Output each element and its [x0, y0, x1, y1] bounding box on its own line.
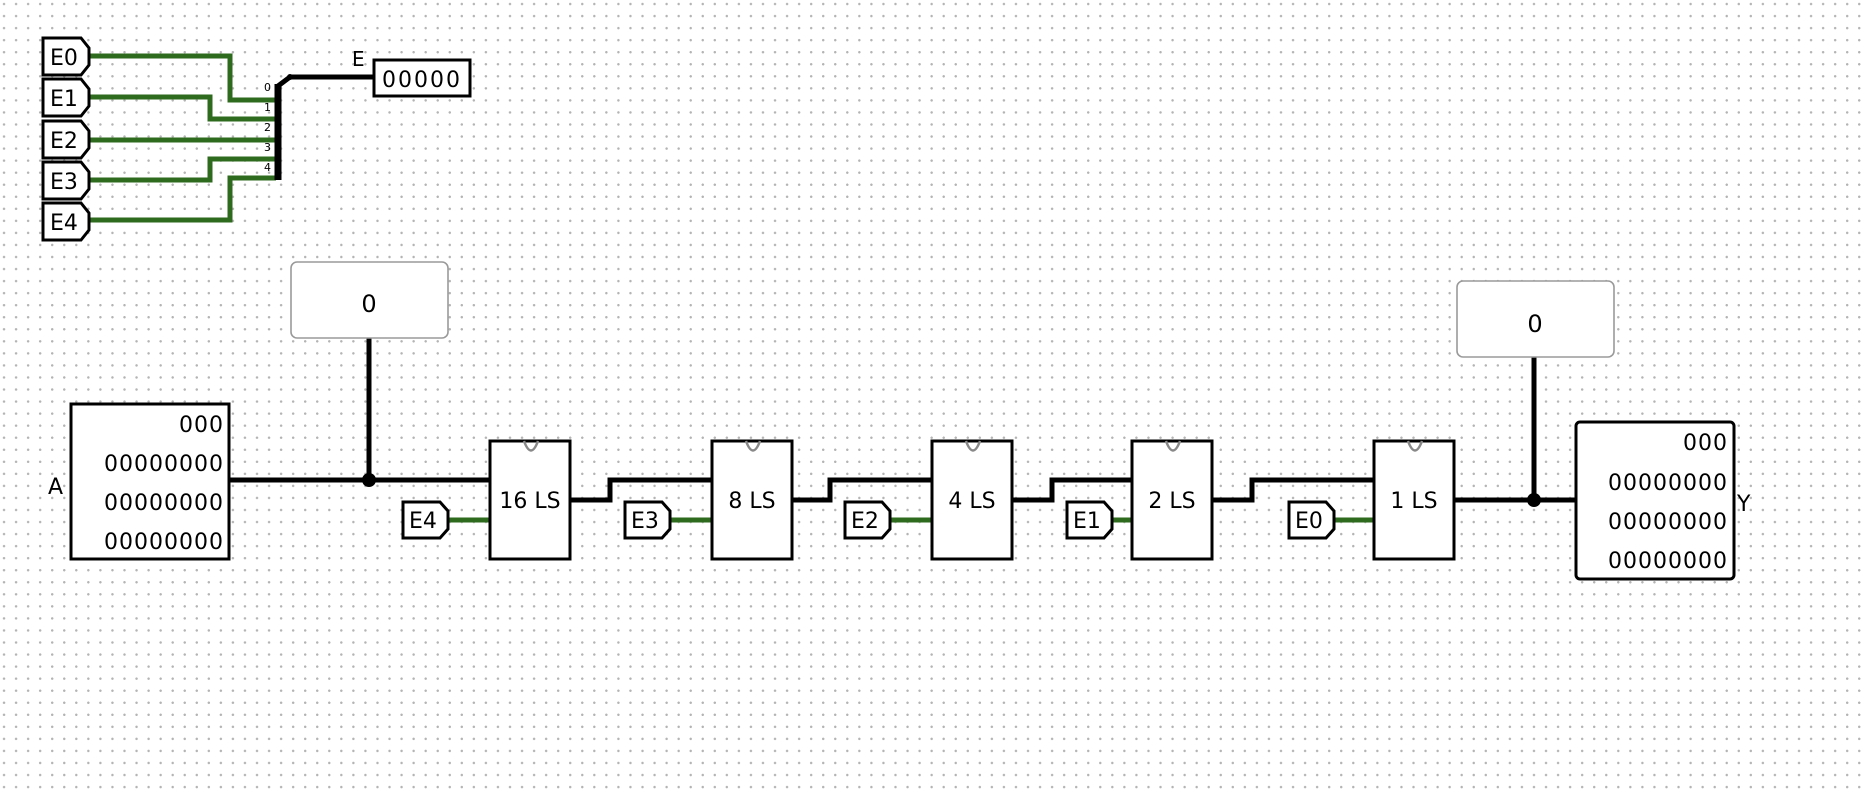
wire-e1-to-splitter[interactable] — [89, 94, 276, 122]
register-a-row-3: 00000000 — [104, 530, 224, 555]
register-a-label: A — [48, 475, 63, 500]
splitter-group: 0 1 2 3 4 E0 E1 E2 E3 E4 E 00000 — [41, 36, 472, 242]
shifter-2ls[interactable]: 2 LS — [1130, 439, 1214, 561]
bus-16ls-to-8ls[interactable] — [570, 477, 712, 503]
input-pin-e2-label: E2 — [50, 129, 78, 154]
bus-4ls-to-2ls[interactable] — [1012, 477, 1132, 503]
enable-pin-4ls-label: E2 — [851, 509, 879, 534]
input-pin-e3[interactable]: E3 — [41, 160, 91, 201]
shifter-4ls[interactable]: 4 LS — [930, 439, 1014, 561]
input-pin-e4[interactable]: E4 — [41, 201, 91, 242]
probe-after-input-value: 0 — [361, 290, 376, 318]
shifter-1ls-label: 1 LS — [1390, 489, 1437, 514]
shifter-1ls-clock-icon — [1406, 440, 1424, 452]
register-y-row-3: 00000000 — [1608, 549, 1728, 574]
splitter-bit-4: 4 — [264, 161, 271, 174]
splitter-bit-1: 1 — [264, 101, 271, 114]
shifter-8ls-label: 8 LS — [728, 489, 775, 514]
wire-e3-to-splitter[interactable] — [89, 156, 276, 183]
input-pin-e1[interactable]: E1 — [41, 77, 91, 118]
enable-pin-8ls-label: E3 — [631, 509, 659, 534]
shifter-4ls-label: 4 LS — [948, 489, 995, 514]
input-pin-e4-label: E4 — [50, 211, 78, 236]
register-y-row-0: 000 — [1683, 431, 1728, 456]
bus-junction-1 — [362, 473, 376, 487]
splitter-bit-0: 0 — [264, 81, 271, 94]
input-pin-e0[interactable]: E0 — [41, 36, 91, 77]
input-pin-e1-label: E1 — [50, 87, 78, 112]
shifter-4ls-clock-icon — [964, 440, 982, 452]
splitter-bit-3: 3 — [264, 141, 271, 154]
enable-pin-4ls[interactable]: E2 — [843, 500, 892, 540]
enable-pin-2ls[interactable]: E1 — [1065, 500, 1114, 540]
register-a-row-1: 00000000 — [104, 452, 224, 477]
enable-pin-2ls-label: E1 — [1073, 509, 1101, 534]
register-y[interactable]: 000 00000000 00000000 00000000 — [1574, 420, 1736, 581]
enable-pin-16ls-label: E4 — [409, 509, 437, 534]
output-pin-e[interactable]: 00000 — [372, 58, 472, 98]
shifter-16ls-label: 16 LS — [499, 489, 560, 514]
probe-after-input[interactable]: 0 — [290, 261, 449, 339]
shifter-8ls[interactable]: 8 LS — [710, 439, 794, 561]
splitter-joint — [287, 74, 293, 80]
bus-junction-2 — [1527, 493, 1541, 507]
shifter-2ls-clock-icon — [1164, 440, 1182, 452]
shifter-16ls-clock-icon — [522, 440, 540, 452]
register-y-row-2: 00000000 — [1608, 510, 1728, 535]
register-a[interactable]: 000 00000000 00000000 00000000 — [69, 402, 231, 561]
register-y-label: Y — [1736, 492, 1751, 517]
register-a-row-2: 00000000 — [104, 491, 224, 516]
input-pin-e0-label: E0 — [50, 46, 78, 71]
output-pin-e-value: 00000 — [382, 68, 462, 93]
wire-e4-to-splitter[interactable] — [89, 175, 276, 223]
shifter-16ls[interactable]: 16 LS — [488, 439, 572, 561]
splitter-bit-2: 2 — [264, 121, 271, 134]
output-pin-e-label: E — [352, 47, 365, 71]
input-pin-e3-label: E3 — [50, 170, 78, 195]
register-a-row-0: 000 — [179, 413, 224, 438]
input-pin-e2[interactable]: E2 — [41, 119, 91, 160]
register-y-row-1: 00000000 — [1608, 471, 1728, 496]
bus-2ls-to-1ls[interactable] — [1212, 477, 1374, 503]
main-bus — [229, 338, 1576, 507]
enable-pin-1ls-label: E0 — [1295, 509, 1323, 534]
shifter-1ls[interactable]: 1 LS — [1372, 439, 1456, 561]
enable-pin-16ls[interactable]: E4 — [401, 500, 450, 540]
wire-e0-to-splitter[interactable] — [89, 53, 276, 103]
probe-before-output-value: 0 — [1527, 310, 1542, 338]
bus-8ls-to-4ls[interactable] — [792, 477, 932, 503]
shifter-8ls-clock-icon — [744, 440, 762, 452]
enable-pin-1ls[interactable]: E0 — [1287, 500, 1336, 540]
enable-pin-8ls[interactable]: E3 — [623, 500, 672, 540]
shifter-2ls-label: 2 LS — [1148, 489, 1195, 514]
probe-before-output[interactable]: 0 — [1456, 280, 1615, 358]
